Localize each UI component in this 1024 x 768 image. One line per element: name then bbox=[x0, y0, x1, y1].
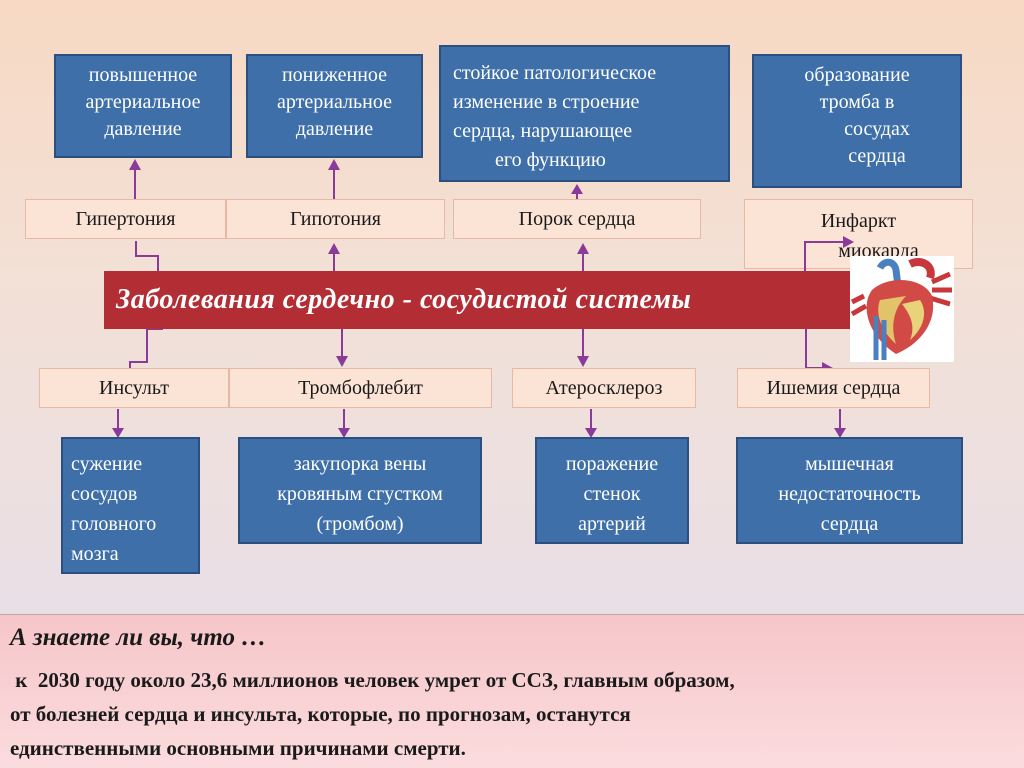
description-line: артерий bbox=[578, 513, 646, 535]
description-line: мышечная bbox=[805, 453, 894, 475]
heart-icon bbox=[850, 257, 952, 360]
description-line: сердца bbox=[820, 513, 879, 535]
description-box-heart-defect: стойкое патологическое изменение в строе… bbox=[439, 45, 730, 182]
description-box-atherosclerosis: поражение стенок артерий bbox=[535, 437, 689, 544]
fact-line: единственными основными причинами смерти… bbox=[10, 736, 466, 760]
description-box-insult: сужение сосудов головного мозга bbox=[61, 437, 200, 574]
label-heart-defect: Порок сердца bbox=[453, 199, 701, 239]
description-line: сосудов bbox=[71, 483, 138, 505]
fact-panel bbox=[0, 614, 1024, 768]
description-line: повышенное bbox=[88, 64, 198, 86]
description-box-hypertension: повышенное артериальное давление bbox=[54, 54, 232, 158]
description-line: стенок bbox=[583, 483, 641, 505]
label-atherosclerosis: Атеросклероз bbox=[512, 368, 696, 408]
description-line: артериальное bbox=[85, 91, 201, 113]
label-hypotension: Гипотония bbox=[226, 199, 445, 239]
description-line: давление bbox=[104, 118, 182, 140]
label-thrombophlebitis: Тромбофлебит bbox=[229, 368, 492, 408]
description-line: головного bbox=[71, 513, 157, 535]
description-line: (тромбом) bbox=[316, 513, 404, 535]
heart-image bbox=[850, 256, 954, 362]
fact-title: А знаете ли вы, что … bbox=[10, 624, 267, 651]
description-line: изменение в строение bbox=[453, 91, 640, 113]
description-line: поражение bbox=[565, 453, 659, 475]
description-box-hypotension: пониженное артериальное давление bbox=[246, 54, 423, 158]
fact-line: к 2030 году около 23,6 миллионов человек… bbox=[10, 668, 735, 692]
label-hypertension: Гипертония bbox=[25, 199, 226, 239]
description-line: пониженное bbox=[281, 64, 388, 86]
description-box-ischemia: мышечная недостаточность сердца bbox=[736, 437, 963, 544]
description-line: сердца bbox=[848, 145, 906, 167]
description-line: сосудах bbox=[844, 118, 910, 140]
label-line: Инфаркт bbox=[820, 210, 897, 232]
description-line: стойкое патологическое bbox=[453, 62, 657, 84]
central-banner: Заболевания сердечно - сосудистой систем… bbox=[104, 271, 870, 329]
description-line: давление bbox=[295, 118, 374, 140]
description-line: сужение bbox=[71, 453, 143, 475]
description-line: его функцию bbox=[495, 149, 606, 171]
description-box-thrombophlebitis: закупорка вены кровяным сгустком (тромбо… bbox=[238, 437, 482, 544]
description-line: тромба в bbox=[819, 91, 895, 113]
description-line: кровяным сгустком bbox=[277, 483, 443, 505]
description-line: образование bbox=[804, 64, 910, 86]
description-line: закупорка вены bbox=[293, 453, 427, 475]
label-ischemia: Ишемия сердца bbox=[737, 368, 930, 408]
fact-line: от болезней сердца и инсульта, которые, … bbox=[10, 702, 631, 726]
description-line: недостаточность bbox=[778, 483, 921, 505]
description-line: сердца, нарушающее bbox=[453, 120, 633, 142]
description-box-infarction: образование тромба в сосудах сердца bbox=[752, 54, 962, 188]
description-line: артериальное bbox=[277, 91, 392, 113]
description-line: мозга bbox=[71, 543, 119, 565]
label-insult: Инсульт bbox=[39, 368, 229, 408]
